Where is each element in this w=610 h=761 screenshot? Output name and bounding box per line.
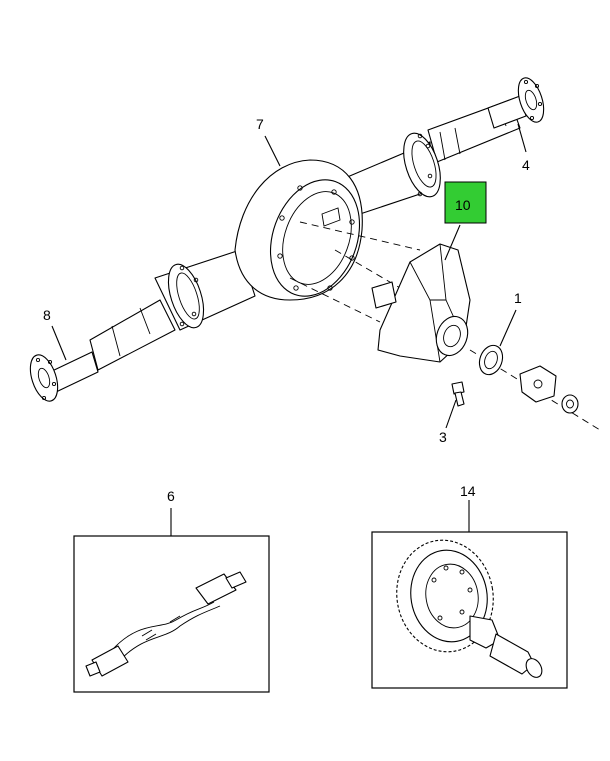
ring-and-pinion-gear[interactable] bbox=[388, 533, 545, 681]
callout-10: 10 bbox=[455, 197, 471, 213]
callout-7: 7 bbox=[256, 116, 264, 132]
axle-shaft-right[interactable] bbox=[487, 75, 549, 129]
callout-1: 1 bbox=[514, 290, 522, 306]
part-10-highlight-box[interactable] bbox=[444, 181, 487, 224]
wiring-harness[interactable] bbox=[85, 571, 247, 677]
pinion-seal[interactable] bbox=[476, 342, 507, 378]
carrier-bolt[interactable] bbox=[451, 381, 465, 407]
callout-14: 14 bbox=[460, 483, 476, 499]
callout-4: 4 bbox=[522, 157, 530, 173]
leader-lines bbox=[51, 123, 527, 536]
axle-housing[interactable] bbox=[89, 99, 521, 371]
callout-8: 8 bbox=[43, 307, 51, 323]
callout-3: 3 bbox=[439, 429, 447, 445]
differential-carrier[interactable] bbox=[371, 243, 473, 363]
pinion-nut[interactable] bbox=[561, 394, 579, 414]
pinion-yoke[interactable] bbox=[519, 365, 557, 403]
callout-6: 6 bbox=[167, 488, 175, 504]
axle-shaft-left[interactable] bbox=[25, 351, 99, 404]
